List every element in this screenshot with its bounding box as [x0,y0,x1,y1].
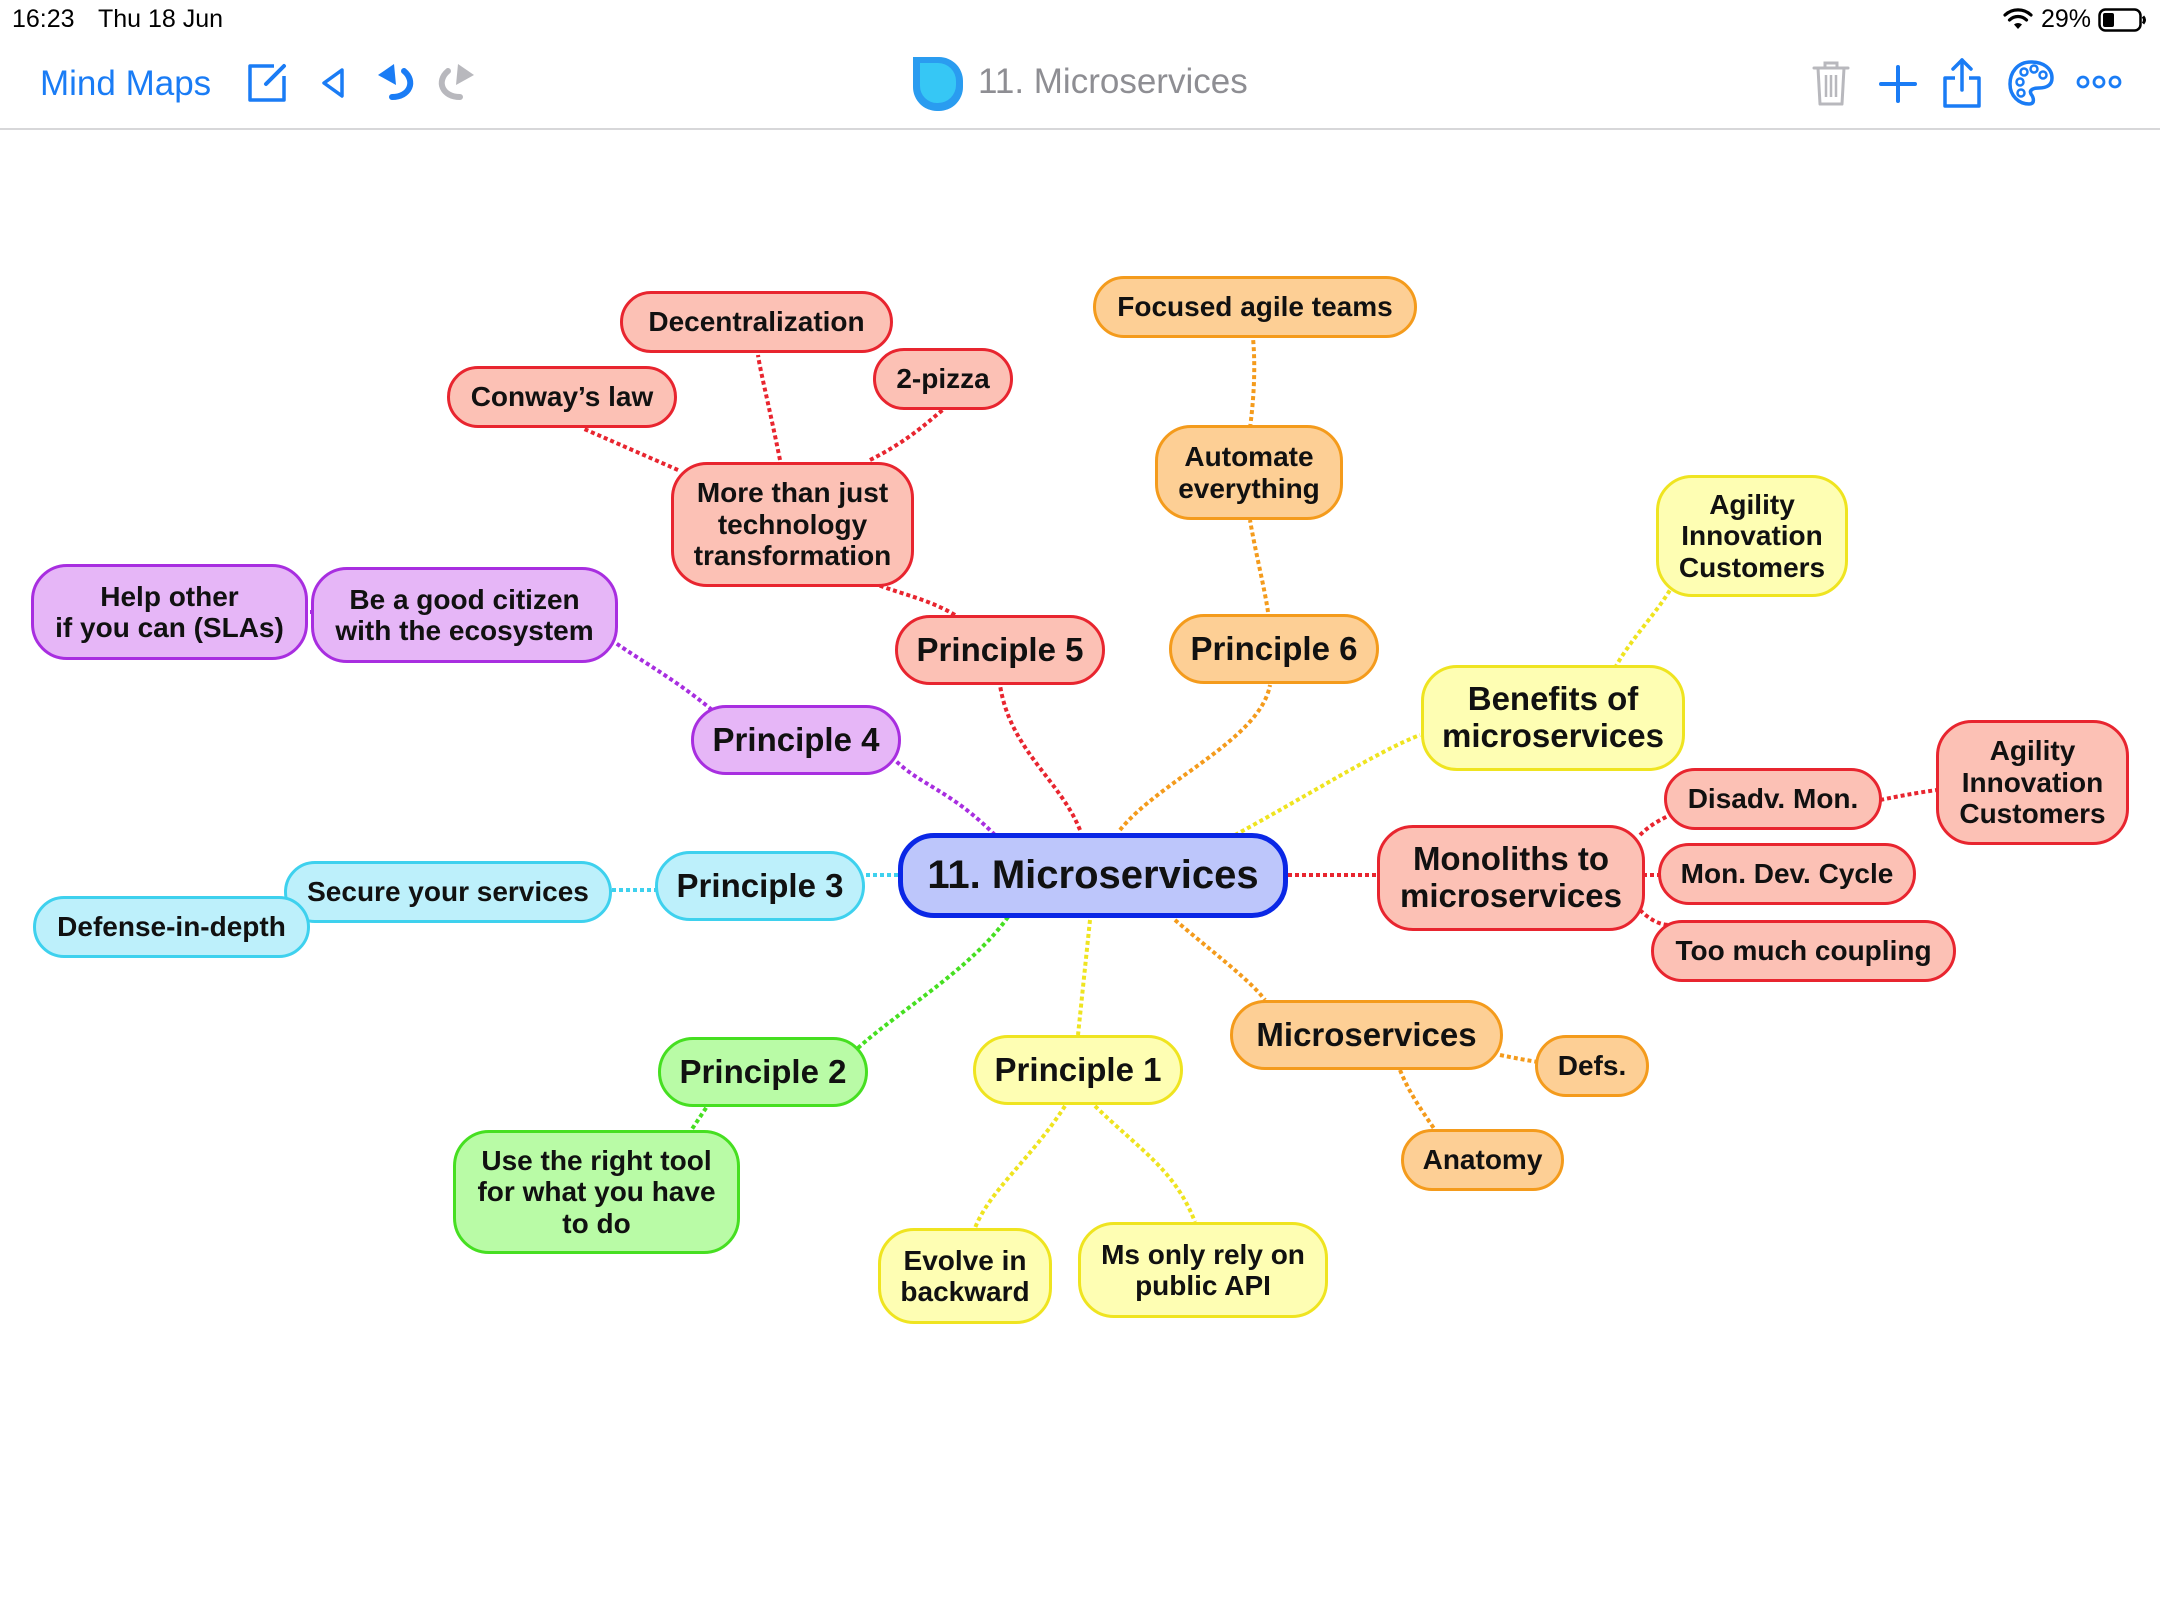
node-mon-dev-cycle[interactable]: Mon. Dev. Cycle [1658,843,1916,905]
node-right-tool[interactable]: Use the right tool for what you have to … [453,1130,740,1254]
toolbar: Mind Maps 11. Microservices [0,40,2160,130]
connector-anatomy [1398,1069,1437,1132]
connector-benefits-items [1613,588,1672,669]
node-public-api[interactable]: Ms only rely on public API [1078,1222,1328,1318]
central-topic[interactable]: 11. Microservices [898,833,1288,918]
connector-disadv [1638,813,1671,837]
undo-icon [378,64,414,100]
node-too-much-coupling[interactable]: Too much coupling [1651,920,1956,982]
plus-icon [1879,65,1917,103]
connector-principle-6 [1118,684,1272,832]
node-anatomy[interactable]: Anatomy [1401,1129,1564,1191]
trash-icon [1812,61,1850,106]
mindmap-canvas[interactable]: 11. Microservices Principle 5 More than … [0,130,2160,1620]
node-automate-everything[interactable]: Automate everything [1155,425,1343,520]
node-more-than-technology[interactable]: More than just technology transformation [671,462,914,587]
node-defs[interactable]: Defs. [1535,1035,1649,1097]
node-benefits-of-microservices[interactable]: Benefits of microservices [1421,665,1685,771]
node-monoliths-to-microservices[interactable]: Monoliths to microservices [1377,825,1645,931]
undo-button[interactable] [372,58,420,108]
node-principle-1[interactable]: Principle 1 [973,1035,1183,1105]
node-conways-law[interactable]: Conway’s law [447,366,677,428]
connector-principle-1 [1076,919,1092,1036]
redo-icon [438,64,474,100]
node-principle-6[interactable]: Principle 6 [1169,614,1379,684]
ellipsis-icon [2076,75,2122,89]
node-disadv-items[interactable]: Agility Innovation Customers [1936,720,2129,845]
node-focused-agile-teams[interactable]: Focused agile teams [1093,276,1417,338]
edit-button[interactable] [242,58,292,108]
node-principle-3[interactable]: Principle 3 [655,851,865,921]
node-2-pizza[interactable]: 2-pizza [873,348,1013,410]
compose-icon [248,64,286,102]
connector-public-api [1093,1104,1197,1223]
node-secure-your-services[interactable]: Secure your services [284,861,612,923]
node-decentralization[interactable]: Decentralization [620,291,893,353]
mind-maps-back-button[interactable]: Mind Maps [40,64,212,103]
connector-2-pizza [869,406,947,462]
connector-disadv-items [1879,788,1938,802]
node-evolve-in-backward[interactable]: Evolve in backward [878,1228,1052,1324]
mindnode-leaf-icon [913,57,963,111]
document-icon [906,50,968,116]
status-date: Thu 18 Jun [98,5,224,33]
palette-icon [2008,60,2054,106]
add-node-button[interactable] [1874,60,1922,108]
connector-focused-teams [1248,337,1257,429]
battery-percent: 29% [2041,5,2092,33]
node-principle-2[interactable]: Principle 2 [658,1037,868,1107]
connector-automate [1248,519,1270,613]
connector-microservices [1173,918,1267,1002]
connector-coupling [1638,908,1671,927]
status-bar: 16:23 Thu 18 Jun 29% [0,0,2160,40]
connector-decentralization [756,354,782,461]
connector-conways-law [581,426,679,472]
wifi-icon [2003,8,2033,29]
triangle-left-icon [322,68,344,98]
node-disadv-mon[interactable]: Disadv. Mon. [1664,768,1882,830]
node-good-citizen[interactable]: Be a good citizen with the ecosystem [311,567,618,663]
theme-button[interactable] [2006,56,2056,110]
node-benefits-items[interactable]: Agility Innovation Customers [1656,475,1848,597]
node-principle-5[interactable]: Principle 5 [895,615,1105,685]
redo-button[interactable] [432,58,480,108]
connector-principle-4 [893,758,997,837]
previous-button[interactable] [316,62,350,104]
document-title: 11. Microservices [978,62,1248,101]
share-button[interactable] [1938,54,1986,112]
connector-evolve [973,1104,1067,1229]
status-time: 16:23 [12,5,75,33]
node-principle-4[interactable]: Principle 4 [691,705,901,775]
node-defense-in-depth[interactable]: Defense-in-depth [33,896,310,958]
connector-more-than-tech [877,583,957,617]
delete-button[interactable] [1808,56,1854,110]
connector-defs [1499,1053,1539,1064]
connector-right-tool [688,1100,712,1134]
more-button[interactable] [2074,62,2124,102]
connector-principle-2 [856,915,1010,1050]
connector-good-citizen [603,633,714,712]
share-icon [1943,58,1981,108]
connector-principle-5 [998,684,1082,831]
node-microservices[interactable]: Microservices [1230,1000,1503,1070]
node-help-other[interactable]: Help other if you can (SLAs) [31,564,308,660]
battery-icon [2098,8,2146,32]
connector-benefits [1234,733,1421,837]
